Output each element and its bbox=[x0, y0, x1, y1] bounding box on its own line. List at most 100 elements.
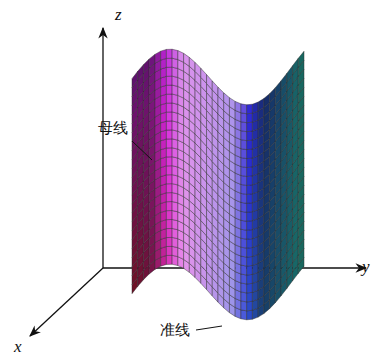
surface-cell bbox=[241, 256, 247, 266]
surface-cell bbox=[241, 149, 247, 159]
surface-cell bbox=[247, 185, 253, 195]
callout-label: 准线 bbox=[160, 323, 190, 338]
surface-cell bbox=[264, 94, 270, 108]
surface-cell bbox=[241, 220, 247, 230]
surface-cell bbox=[247, 283, 253, 293]
surface-cell bbox=[166, 184, 172, 193]
surface-cell bbox=[241, 184, 247, 194]
surface-cell bbox=[172, 246, 178, 256]
surface-cell bbox=[166, 175, 172, 184]
surface-cell bbox=[201, 68, 207, 83]
surface-cell bbox=[241, 140, 247, 150]
surface-cell bbox=[247, 104, 253, 114]
surface-cell bbox=[247, 149, 253, 159]
surface-cell bbox=[247, 310, 253, 320]
surface-cell bbox=[166, 94, 172, 103]
surface-cell bbox=[166, 166, 172, 175]
surface-cell bbox=[229, 98, 235, 111]
surface-cell bbox=[155, 51, 161, 63]
surface-cell bbox=[172, 130, 178, 140]
surface-cell bbox=[166, 193, 172, 202]
surface-cell bbox=[172, 139, 178, 149]
surface-cell bbox=[258, 99, 264, 112]
surface-cell bbox=[166, 112, 172, 121]
surface-cell bbox=[241, 238, 247, 248]
surface-cell bbox=[247, 239, 253, 249]
leader-lines bbox=[132, 141, 222, 330]
surface-cell bbox=[172, 255, 178, 265]
surface-cell bbox=[166, 85, 172, 94]
surface-cell bbox=[172, 157, 178, 167]
surface-cell bbox=[166, 130, 172, 139]
surface-cell bbox=[241, 265, 247, 275]
surface-cell bbox=[166, 219, 172, 228]
surface-cell bbox=[195, 62, 201, 77]
surface-cell bbox=[161, 49, 167, 60]
surface-cell bbox=[166, 202, 172, 211]
surface-cell bbox=[247, 248, 253, 258]
surface-cell bbox=[287, 66, 293, 83]
surface-cell bbox=[132, 71, 138, 87]
surface-cell bbox=[241, 104, 247, 114]
surface-cell bbox=[149, 54, 155, 68]
surface-cell bbox=[172, 202, 178, 212]
surface-cell bbox=[172, 166, 178, 176]
surface-cell bbox=[235, 101, 241, 112]
surface-cell bbox=[172, 175, 178, 185]
axis-label: x bbox=[14, 338, 22, 355]
surface-cell bbox=[241, 167, 247, 177]
surface-cell bbox=[172, 67, 178, 77]
x-axis bbox=[30, 268, 103, 336]
surface-cell bbox=[166, 148, 172, 157]
surface-cell bbox=[247, 194, 253, 204]
surface-cell bbox=[241, 175, 247, 185]
surface-cell bbox=[298, 51, 304, 67]
surface-cell bbox=[166, 255, 172, 264]
surface-cell bbox=[166, 237, 172, 246]
surface-cell bbox=[247, 167, 253, 177]
surface-cell bbox=[166, 246, 172, 255]
leader-line bbox=[132, 141, 152, 160]
surface-cell bbox=[172, 219, 178, 229]
surface-cell bbox=[241, 131, 247, 141]
surface-cell bbox=[172, 184, 178, 194]
surface-cell bbox=[241, 247, 247, 257]
surface-cell bbox=[166, 58, 172, 67]
surface-cell bbox=[247, 212, 253, 222]
surface-cell bbox=[166, 103, 172, 112]
axis-label: y bbox=[362, 258, 370, 275]
surface-cell bbox=[241, 211, 247, 221]
surface-cell bbox=[212, 81, 218, 96]
surface-cell bbox=[247, 230, 253, 240]
surface-cell bbox=[166, 67, 172, 76]
surface-cell bbox=[172, 193, 178, 203]
surface-cell bbox=[252, 102, 258, 113]
surface-cell bbox=[172, 211, 178, 221]
surface-cell bbox=[247, 140, 253, 150]
surface-cell bbox=[172, 237, 178, 247]
surface-cell bbox=[166, 228, 172, 237]
surface-cell bbox=[247, 158, 253, 168]
surface-cell bbox=[166, 76, 172, 85]
coordinate-axes bbox=[30, 28, 366, 336]
leader-line bbox=[196, 326, 222, 330]
surface-cell bbox=[241, 292, 247, 302]
surface-cell bbox=[247, 301, 253, 311]
surface-cell bbox=[241, 113, 247, 123]
surface-cell bbox=[166, 211, 172, 220]
surface-cell bbox=[224, 93, 230, 107]
cylinder-surface bbox=[132, 49, 304, 320]
surface-cell bbox=[172, 85, 178, 95]
surface-cell bbox=[241, 229, 247, 239]
surface-cell bbox=[166, 49, 172, 58]
surface-cell bbox=[172, 228, 178, 238]
surface-cell bbox=[166, 139, 172, 148]
surface-cell bbox=[270, 88, 276, 103]
surface-cell bbox=[189, 57, 195, 71]
surface-cell bbox=[207, 75, 213, 90]
surface-cell bbox=[172, 58, 178, 68]
surface-cell bbox=[247, 203, 253, 213]
surface-cell bbox=[247, 131, 253, 141]
surface-cell bbox=[241, 283, 247, 293]
